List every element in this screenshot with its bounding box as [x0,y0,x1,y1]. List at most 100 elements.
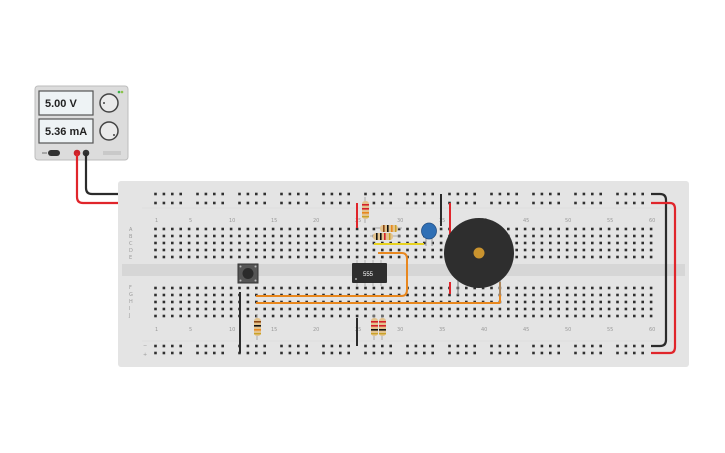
breadboard-hole[interactable] [607,314,611,318]
breadboard-hole[interactable] [565,307,569,311]
breadboard-hole[interactable] [456,307,460,311]
breadboard-hole[interactable] [616,314,619,318]
breadboard-hole[interactable] [322,248,325,252]
breadboard-hole[interactable] [540,227,544,231]
breadboard-hole[interactable] [271,286,275,290]
breadboard-hole[interactable] [280,201,283,205]
breadboard-hole[interactable] [355,307,359,311]
breadboard-hole[interactable] [221,307,224,311]
breadboard-hole[interactable] [532,300,535,304]
breadboard-hole[interactable] [162,234,166,238]
breadboard-hole[interactable] [515,227,518,231]
breadboard-hole[interactable] [414,344,418,348]
breadboard-hole[interactable] [557,344,560,348]
breadboard-hole[interactable] [599,248,602,252]
breadboard-hole[interactable] [582,192,586,196]
breadboard-hole[interactable] [540,234,544,238]
breadboard-hole[interactable] [624,201,628,205]
breadboard-hole[interactable] [171,314,174,318]
breadboard-hole[interactable] [481,307,485,311]
breadboard-hole[interactable] [565,314,569,318]
breadboard-hole[interactable] [213,201,216,205]
breadboard-hole[interactable] [641,351,644,355]
breadboard-hole[interactable] [473,314,476,318]
breadboard-hole[interactable] [322,227,325,231]
breadboard-hole[interactable] [288,248,292,252]
breadboard-hole[interactable] [498,307,502,311]
breadboard-hole[interactable] [591,286,594,290]
breadboard-hole[interactable] [473,351,476,355]
breadboard-hole[interactable] [549,286,552,290]
breadboard-hole[interactable] [423,241,426,245]
breadboard-hole[interactable] [347,255,350,259]
breadboard-hole[interactable] [532,227,535,231]
breadboard-hole[interactable] [397,314,401,318]
breadboard-hole[interactable] [532,344,535,348]
breadboard-hole[interactable] [406,307,409,311]
breadboard-hole[interactable] [557,300,560,304]
breadboard-hole[interactable] [339,255,342,259]
breadboard-hole[interactable] [179,314,182,318]
breadboard-hole[interactable] [465,293,468,297]
breadboard-hole[interactable] [439,248,443,252]
breadboard-hole[interactable] [255,286,258,290]
breadboard-hole[interactable] [364,286,367,290]
breadboard-hole[interactable] [599,234,602,238]
breadboard-hole[interactable] [297,227,300,231]
breadboard-hole[interactable] [154,227,157,231]
breadboard-hole[interactable] [397,227,401,231]
breadboard-hole[interactable] [280,227,283,231]
breadboard-hole[interactable] [238,234,241,238]
breadboard-hole[interactable] [347,241,350,245]
breadboard-hole[interactable] [154,314,157,318]
breadboard-hole[interactable] [565,255,569,259]
breadboard-hole[interactable] [389,307,392,311]
breadboard-hole[interactable] [372,255,376,259]
breadboard-hole[interactable] [532,293,535,297]
supply-positive-wire[interactable] [75,153,156,205]
breadboard-hole[interactable] [171,192,174,196]
breadboard-hole[interactable] [171,248,174,252]
resistor-bottom-2[interactable] [379,314,386,340]
breadboard-hole[interactable] [213,248,216,252]
breadboard-hole[interactable] [288,241,292,245]
breadboard-hole[interactable] [582,344,586,348]
breadboard-hole[interactable] [313,286,317,290]
breadboard-hole[interactable] [339,314,342,318]
breadboard-hole[interactable] [641,201,644,205]
breadboard-hole[interactable] [246,234,250,238]
breadboard-hole[interactable] [364,307,367,311]
breadboard-hole[interactable] [515,300,518,304]
breadboard-hole[interactable] [465,351,468,355]
breadboard-hole[interactable] [649,286,653,290]
breadboard-hole[interactable] [339,227,342,231]
breadboard-hole[interactable] [263,307,266,311]
breadboard-hole[interactable] [339,241,342,245]
breadboard-hole[interactable] [288,307,292,311]
breadboard-hole[interactable] [532,255,535,259]
breadboard-hole[interactable] [213,300,216,304]
breadboard-hole[interactable] [624,314,628,318]
breadboard-hole[interactable] [339,286,342,290]
breadboard-hole[interactable] [582,300,586,304]
breadboard-hole[interactable] [288,201,292,205]
breadboard-hole[interactable] [607,307,611,311]
breadboard-hole[interactable] [313,248,317,252]
breadboard-hole[interactable] [540,248,544,252]
breadboard-hole[interactable] [339,351,342,355]
breadboard-hole[interactable] [582,201,586,205]
resistor-button-pulldown[interactable] [254,314,261,340]
breadboard-hole[interactable] [204,351,208,355]
breadboard-hole[interactable] [355,241,359,245]
breadboard-hole[interactable] [423,344,426,348]
breadboard-hole[interactable] [397,286,401,290]
breadboard-hole[interactable] [599,344,602,348]
breadboard-hole[interactable] [507,201,510,205]
breadboard-hole[interactable] [263,234,266,238]
breadboard-hole[interactable] [204,293,208,297]
breadboard-hole[interactable] [431,314,434,318]
breadboard-hole[interactable] [641,192,644,196]
breadboard-hole[interactable] [439,255,443,259]
breadboard-hole[interactable] [574,192,577,196]
breadboard-hole[interactable] [196,314,199,318]
